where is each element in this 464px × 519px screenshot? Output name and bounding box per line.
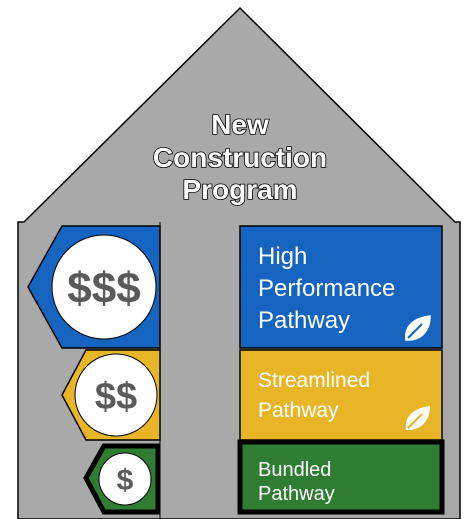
pathway-label-bundled-line-2: Pathway	[258, 483, 335, 505]
pathway-label-streamlined-line-2: Pathway	[258, 399, 339, 422]
cost-tag-medium-symbol: $$	[95, 376, 137, 418]
program-title-line-2: Construction	[153, 142, 327, 173]
cost-tag-low-symbol: $	[117, 464, 134, 497]
pathway-label-high-performance-line-3: Pathway	[258, 307, 350, 334]
pathway-box-bundled	[237, 439, 445, 515]
cost-tag-high-symbol: $$$	[67, 264, 140, 313]
program-title-line-3: Program	[182, 174, 297, 205]
cost-tag-medium-circle	[74, 353, 158, 437]
pathway-label-streamlined-line-1: Streamlined	[258, 369, 370, 392]
cost-tag-low-circle	[98, 452, 152, 506]
pathway-label-bundled-line-1: Bundled	[258, 459, 331, 481]
leaf-icon	[405, 406, 430, 430]
pathway-label-high-performance-line-2: Performance	[258, 275, 395, 302]
pathway-label-high-performance-line-1: High	[258, 243, 307, 270]
cost-tag-high-circle	[51, 234, 157, 340]
program-title-line-1: New	[211, 109, 269, 140]
leaf-icon	[405, 315, 431, 341]
